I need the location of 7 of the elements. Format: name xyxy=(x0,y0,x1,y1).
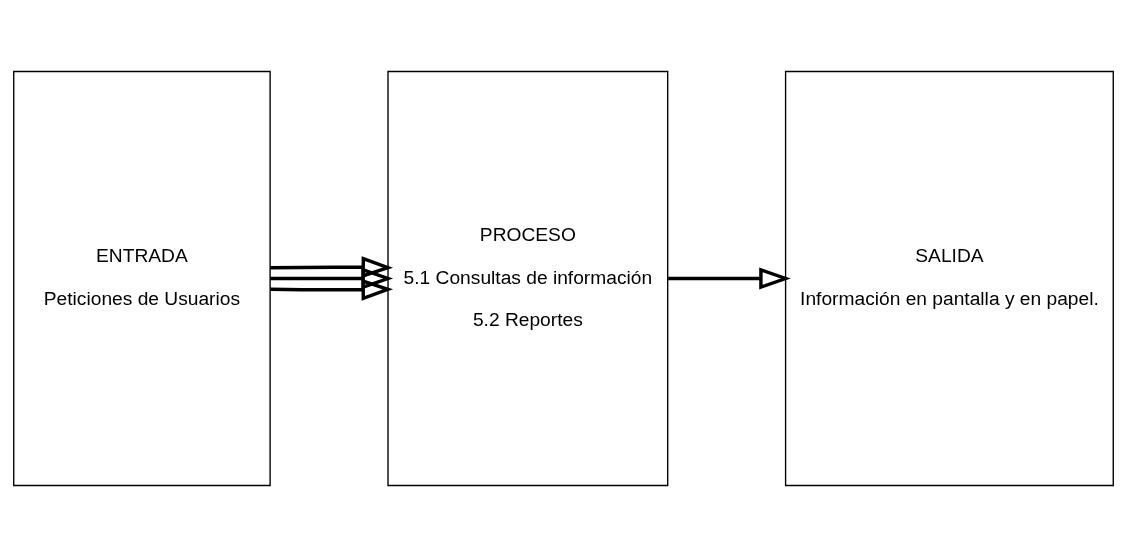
arrow xyxy=(270,266,394,290)
node-box: SALIDA Información en pantalla y en papel. xyxy=(784,70,1114,486)
arrow xyxy=(270,278,394,301)
arrow xyxy=(668,266,791,290)
node-box: ENTRADA Peticiones de Usuarios xyxy=(13,70,271,486)
node-box: PROCESO 5.1 Consultas de información 5.2 Reportes xyxy=(387,70,669,486)
arrow xyxy=(270,255,394,278)
